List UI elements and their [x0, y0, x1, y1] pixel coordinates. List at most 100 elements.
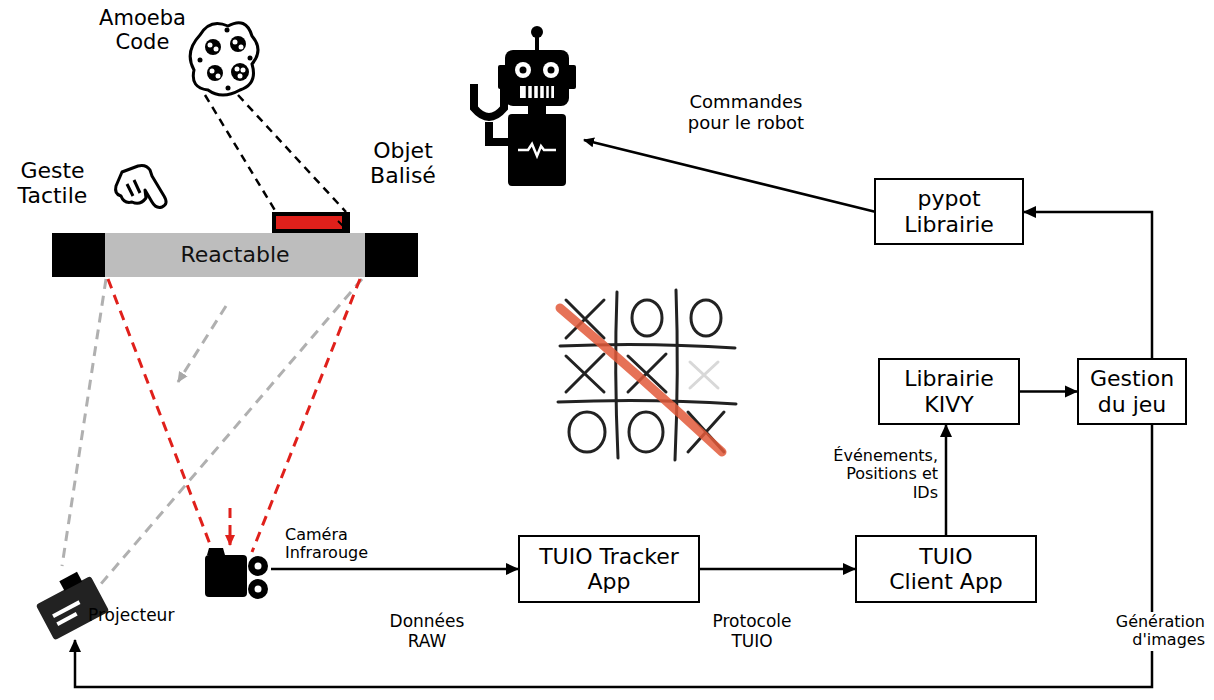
fiducial-label: Amoeba Code: [95, 6, 190, 54]
projector-icon: Projecteur: [32, 560, 112, 640]
drawing-circle: [543, 62, 559, 78]
drawing-line: [108, 279, 213, 552]
node-text: Gestion du jeu: [1087, 366, 1177, 417]
drawing-path: [675, 290, 677, 460]
amoeba-fiducial: [190, 23, 258, 95]
drawing-ellipse: [569, 412, 605, 452]
pointing-hand: [116, 166, 167, 208]
node-text: Projecteur: [88, 606, 174, 626]
drawing-circle: [226, 86, 231, 91]
drawing-circle: [214, 47, 219, 52]
drawing-line: [544, 86, 547, 98]
drawing-circle: [225, 28, 230, 33]
drawing-path: [560, 344, 735, 348]
edge-label: Événements, Positions et IDs: [820, 447, 938, 502]
drawing-g: [527, 86, 550, 98]
object-label: Objet Balisé: [356, 138, 450, 189]
tic-tac-toe: [558, 290, 736, 460]
drawing-line: [178, 306, 226, 382]
drawing-path: [558, 400, 736, 404]
table-frame: [52, 233, 105, 277]
drawing-line: [62, 279, 106, 566]
process-box: TUIO Tracker App: [518, 535, 700, 603]
gesture-label: Geste Tactile: [5, 158, 100, 209]
connector-arrow: [1020, 390, 1077, 393]
drawing-path: [127, 180, 140, 196]
drawing-line: [549, 86, 552, 98]
drawing-circle: [205, 39, 221, 55]
drawing-circle: [241, 68, 246, 73]
drawing-line: [238, 95, 346, 212]
drawing-circle: [238, 74, 243, 79]
drawing-circle: [216, 74, 221, 79]
drawing-circle: [515, 62, 531, 78]
process-box: pypot Librairie: [874, 178, 1024, 245]
connector-arrow: [271, 568, 518, 571]
node-text: Caméra Infrarouge: [285, 526, 385, 563]
node-text: TUIO Tracker App: [539, 544, 679, 595]
projector-symbol: [32, 560, 112, 640]
drawing-line: [252, 279, 360, 552]
drawing-path: [616, 292, 618, 458]
drawing-circle: [210, 69, 215, 74]
drawing-path: [566, 354, 604, 392]
drawing-circle: [548, 67, 555, 74]
connector-arrow: [75, 425, 1152, 687]
drawing-line: [205, 95, 276, 212]
robot-icon: [474, 26, 576, 186]
drawing-path: [518, 144, 556, 156]
drawing-circle: [520, 67, 527, 74]
drawing-circle: [208, 43, 213, 48]
drawing-circle: [198, 58, 203, 63]
node-text: Reactable: [180, 242, 289, 267]
infrared-rays: [108, 279, 360, 552]
drawing-circle: [239, 45, 244, 50]
node-text: TUIO Client App: [887, 544, 1005, 595]
drawing-line: [538, 86, 541, 98]
drawing-line: [535, 36, 539, 52]
drawing-line: [229, 508, 232, 545]
node-text: pypot Librairie: [884, 186, 1014, 237]
drawing-circle: [235, 67, 240, 72]
drawing-rect: [508, 114, 566, 186]
drawing-path: [190, 23, 258, 95]
drawing-line: [532, 86, 535, 98]
tagged-object: [272, 212, 350, 233]
drawing-rect: [520, 86, 554, 98]
drawing-path: [116, 166, 167, 208]
drawing-circle: [531, 26, 543, 38]
drawing-path: [474, 84, 504, 117]
drawing-line: [338, 221, 346, 229]
edge-label: Génération d'images: [1090, 612, 1208, 651]
connector-arrow: [700, 568, 855, 571]
node-text: Librairie KIVY: [892, 366, 1007, 417]
command-label: Commandes pour le robot: [676, 92, 816, 133]
drawing-rect: [528, 106, 546, 114]
drawing-rect: [276, 216, 342, 229]
drawing-rect: [272, 212, 350, 233]
amoeba-leaders: [205, 95, 346, 212]
robot-command-arrow: [584, 140, 876, 212]
drawing-circle: [231, 63, 249, 81]
drawing-rect: [505, 50, 569, 106]
drawing-circle: [207, 65, 223, 81]
drawing-line: [526, 86, 529, 98]
edge-label: Données RAW: [380, 612, 474, 651]
drawing-ellipse: [691, 300, 721, 336]
process-box: TUIO Client App: [855, 535, 1037, 603]
drawing-path: [560, 308, 722, 452]
drawing-path: [690, 362, 718, 388]
drawing-circle: [233, 40, 238, 45]
drawing-circle: [230, 36, 246, 52]
table-frame: [365, 233, 418, 277]
edge-label: Protocole TUIO: [700, 612, 804, 651]
camera-icon: Caméra Infrarouge: [203, 546, 271, 602]
process-box: Gestion du jeu: [1077, 358, 1187, 425]
camera-symbol: [203, 546, 271, 602]
connector-arrow: [945, 425, 948, 535]
connector-arrow: [1024, 212, 1152, 358]
drawing-ellipse: [629, 412, 663, 452]
reactable-table: Reactable: [52, 233, 418, 277]
drawing-ellipse: [632, 300, 662, 336]
